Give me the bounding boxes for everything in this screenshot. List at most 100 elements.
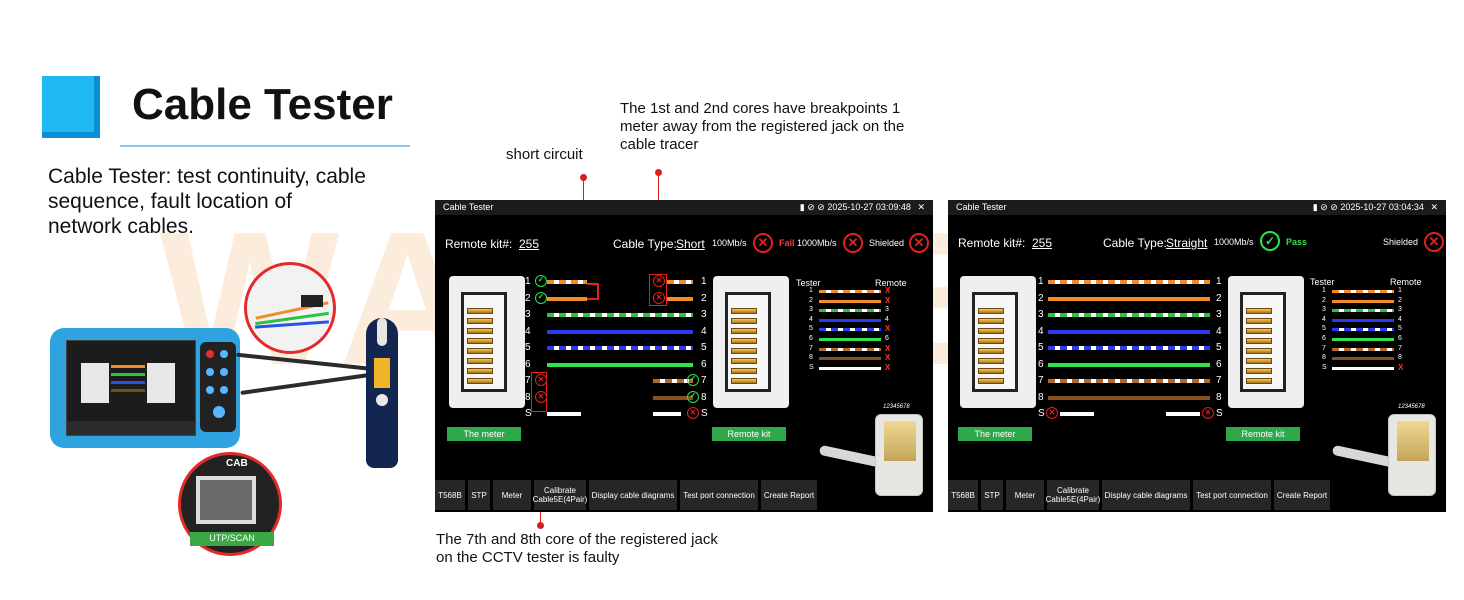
mini-pin-number: 8 [1322, 354, 1326, 362]
close-icon[interactable]: ✕ [917, 202, 925, 212]
remote-kit-label: Remote kit#: [445, 237, 513, 251]
toolbar-button-test-port-connection[interactable]: Test port connection [1193, 480, 1271, 510]
toolbar-button-t568b[interactable]: T568B [435, 480, 465, 510]
wire-full [547, 362, 693, 367]
wire-right-segment [667, 280, 693, 284]
rj45-port-icon [196, 476, 256, 524]
toolbar-button-display-cable-diagrams[interactable]: Display cable diagrams [589, 480, 677, 510]
pin-number-right: 4 [1216, 325, 1222, 337]
pin-number-left: 3 [1038, 309, 1044, 320]
wire-full [1048, 395, 1210, 400]
mini-pin-number: S [1322, 363, 1327, 371]
toolbar-button-t568b[interactable]: T568B [948, 480, 978, 510]
faulty-marker [531, 372, 547, 412]
window-title: Cable Tester [443, 202, 494, 212]
pin-number-left: 3 [525, 309, 531, 320]
status-bar: Cable Tester ▮ ⊘ ⊘ 2025-10-27 03:09:48 ✕ [435, 200, 933, 215]
cable-closeup-image [244, 262, 336, 354]
pin-number-right: 7 [1216, 375, 1222, 386]
pin-number-left: 7 [525, 375, 531, 386]
toolbar-button-meter[interactable]: Meter [1006, 480, 1044, 510]
wire-full [547, 329, 693, 334]
intro-text: Cable Tester: test continuity, cable seq… [48, 165, 366, 238]
mini-pin-number: 6 [885, 335, 889, 342]
toolbar-button-create-report[interactable]: Create Report [761, 480, 817, 510]
mini-pin-number: 7 [1322, 344, 1326, 352]
mini-pin-number: 1 [1398, 287, 1402, 294]
remote-kit-value: 255 [1032, 236, 1053, 250]
wire-full [1048, 280, 1210, 284]
mini-fail-mark: X [885, 286, 891, 295]
toolbar-button-stp[interactable]: STP [981, 480, 1003, 510]
port-label-background [190, 532, 274, 546]
mute-icon: ⊘ [807, 202, 815, 212]
wire-full [1048, 313, 1210, 317]
mini-wire [819, 357, 881, 361]
meter-jack-image [449, 276, 525, 408]
faulty-pin [537, 522, 544, 529]
mini-pin-number: 2 [1322, 296, 1326, 304]
battery-icon: ▮ [1312, 202, 1318, 212]
remote-kit-value: 255 [519, 237, 540, 251]
speed-100: 100Mb/s [712, 238, 747, 248]
pin-fail-icon: ✕ [1202, 407, 1214, 419]
pin-ok-icon: ✓ [687, 390, 699, 403]
toolbar-button-create-report[interactable]: Create Report [1274, 480, 1330, 510]
short-circuit-marker [587, 283, 599, 300]
toolbar-button-calibrate-cable5e-4pair-[interactable]: Calibrate Cable5E(4Pair) [533, 480, 587, 510]
fail-icon: ✕ [753, 233, 773, 253]
mini-wire [819, 318, 881, 322]
no-signal-icon: ⊘ [1330, 202, 1338, 212]
meter-jack-image [960, 276, 1036, 408]
mini-pin-number: 1 [809, 287, 813, 294]
toolbar-button-display-cable-diagrams[interactable]: Display cable diagrams [1102, 480, 1190, 510]
pin-number-left: S [1038, 408, 1045, 419]
shielded-label: Shielded [869, 238, 905, 248]
toolbar-button-meter[interactable]: Meter [493, 480, 531, 510]
remote-kit-label: Remote kit#: [958, 236, 1026, 250]
mini-fail-mark: X [885, 343, 891, 353]
wire-right-segment [653, 395, 693, 400]
serial-number: 12345678 [883, 404, 910, 410]
pin-number-right: 2 [701, 292, 707, 304]
breakpoint-pin [655, 169, 662, 176]
breakpoint-marker [649, 274, 667, 306]
toolbar-button-test-port-connection[interactable]: Test port connection [680, 480, 758, 510]
wire-full [547, 313, 693, 317]
wire-full [1048, 346, 1210, 350]
toolbar-button-calibrate-cable5e-4pair-[interactable]: Calibrate Cable5E(4Pair) [1046, 480, 1100, 510]
pin-number-left: 4 [1038, 325, 1044, 337]
pin-number-left: 1 [1038, 276, 1044, 287]
mini-wire [1332, 290, 1394, 293]
mini-wire [1332, 309, 1394, 313]
pin-number-left: 1 [525, 276, 531, 287]
remote-kit-label-button: Remote kit [712, 427, 786, 441]
mini-pin-number: 3 [1398, 306, 1402, 314]
mini-wire [1332, 366, 1394, 370]
mini-wire [1332, 328, 1394, 332]
wire-full [1048, 329, 1210, 334]
mini-pin-number: 3 [809, 306, 813, 314]
pin-ok-icon: ✓ [535, 275, 547, 287]
page-title: Cable Tester [132, 80, 393, 129]
mini-pin-number: 7 [1398, 344, 1402, 352]
pin-number-left: S [525, 408, 532, 419]
close-icon[interactable]: ✕ [1430, 202, 1438, 212]
mini-wire [819, 347, 881, 351]
mini-fail-mark: X [885, 353, 891, 363]
mini-pin-number: 4 [1322, 315, 1326, 323]
tester-header: Tester [1310, 277, 1335, 287]
pin-number-right: 1 [701, 276, 707, 287]
annotation-breakpoints: The 1st and 2nd cores have breakpoints 1… [620, 100, 905, 153]
title-underline [120, 145, 410, 147]
datetime: 2025-10-27 03:09:48 [827, 202, 911, 212]
mini-pin-number: 1 [1322, 287, 1326, 294]
pin-number-right: 6 [701, 358, 707, 370]
pass-icon: ✓ [1260, 231, 1280, 251]
shielded-label: Shielded [1383, 237, 1419, 247]
mini-pin-number: 2 [1398, 296, 1402, 304]
toolbar-button-stp[interactable]: STP [468, 480, 490, 510]
mini-pin-number: 7 [809, 344, 813, 352]
pin-number-left: 5 [525, 342, 531, 353]
